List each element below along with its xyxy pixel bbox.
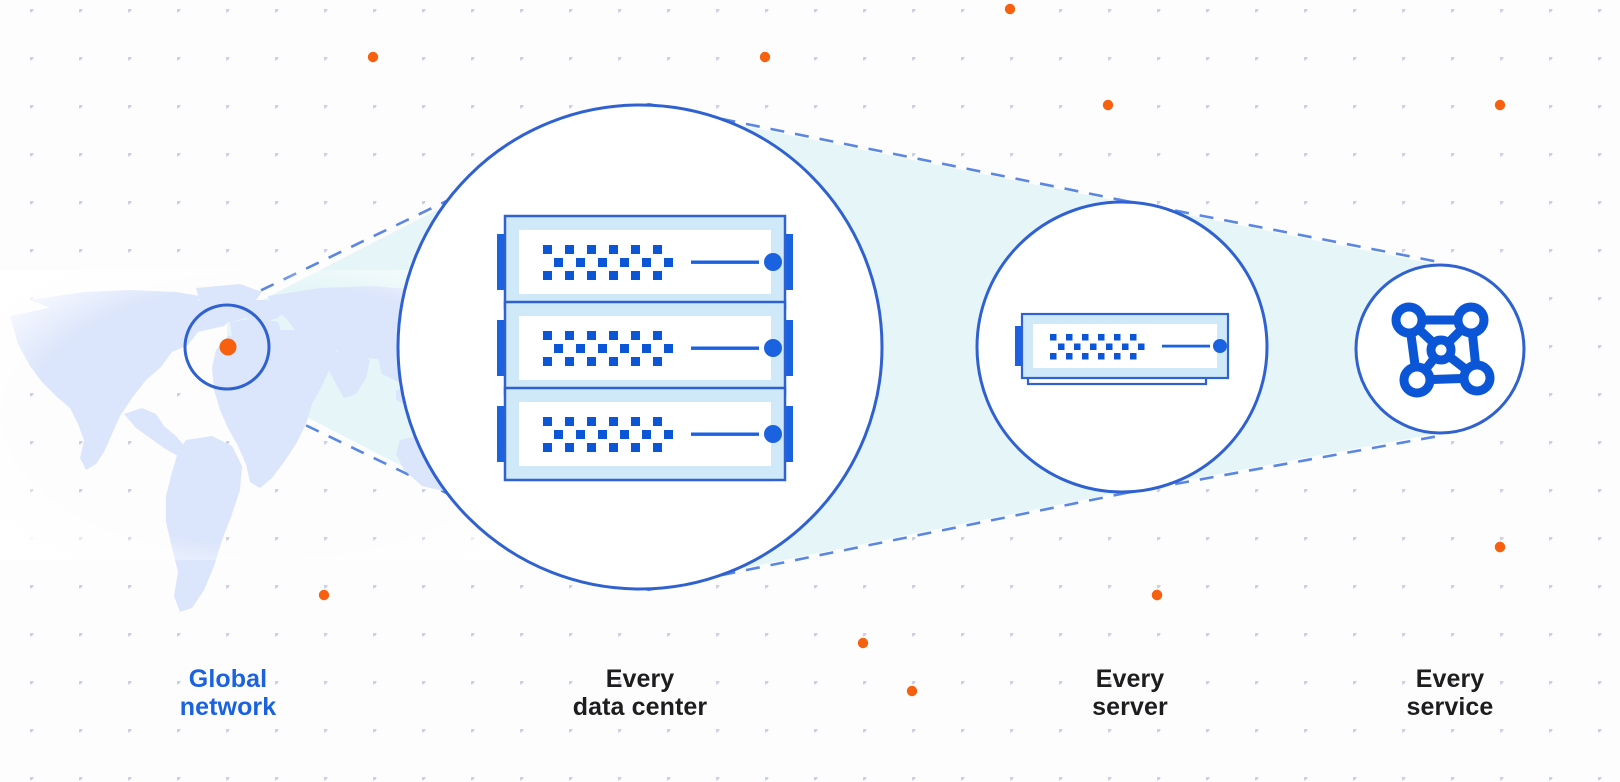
every-data-center-node — [396, 103, 884, 591]
rack-unit-1 — [495, 214, 795, 310]
dashed-line-bottom-3 — [1125, 433, 1445, 495]
server-rack-icon — [495, 214, 795, 482]
service-mesh-nodes — [1391, 302, 1495, 398]
every-service-node — [1354, 263, 1526, 435]
stage-label-every-data-center: Every data center — [572, 665, 708, 721]
location-pin-dot — [219, 338, 237, 356]
every-server-node — [975, 200, 1269, 494]
stage-label-global-network: Global network — [179, 665, 277, 721]
rack-unit-2 — [495, 300, 795, 396]
accent-dots-foreground — [1151, 541, 1506, 601]
global-network-circle — [183, 303, 271, 391]
stage-label-every-server: Every server — [1092, 665, 1168, 721]
rack-unit-3 — [495, 386, 795, 482]
dashed-line-top-3 — [1125, 199, 1445, 265]
accent-dots — [318, 3, 1506, 697]
single-server-icon — [1013, 312, 1230, 386]
stage-label-every-service: Every service — [1406, 665, 1494, 721]
